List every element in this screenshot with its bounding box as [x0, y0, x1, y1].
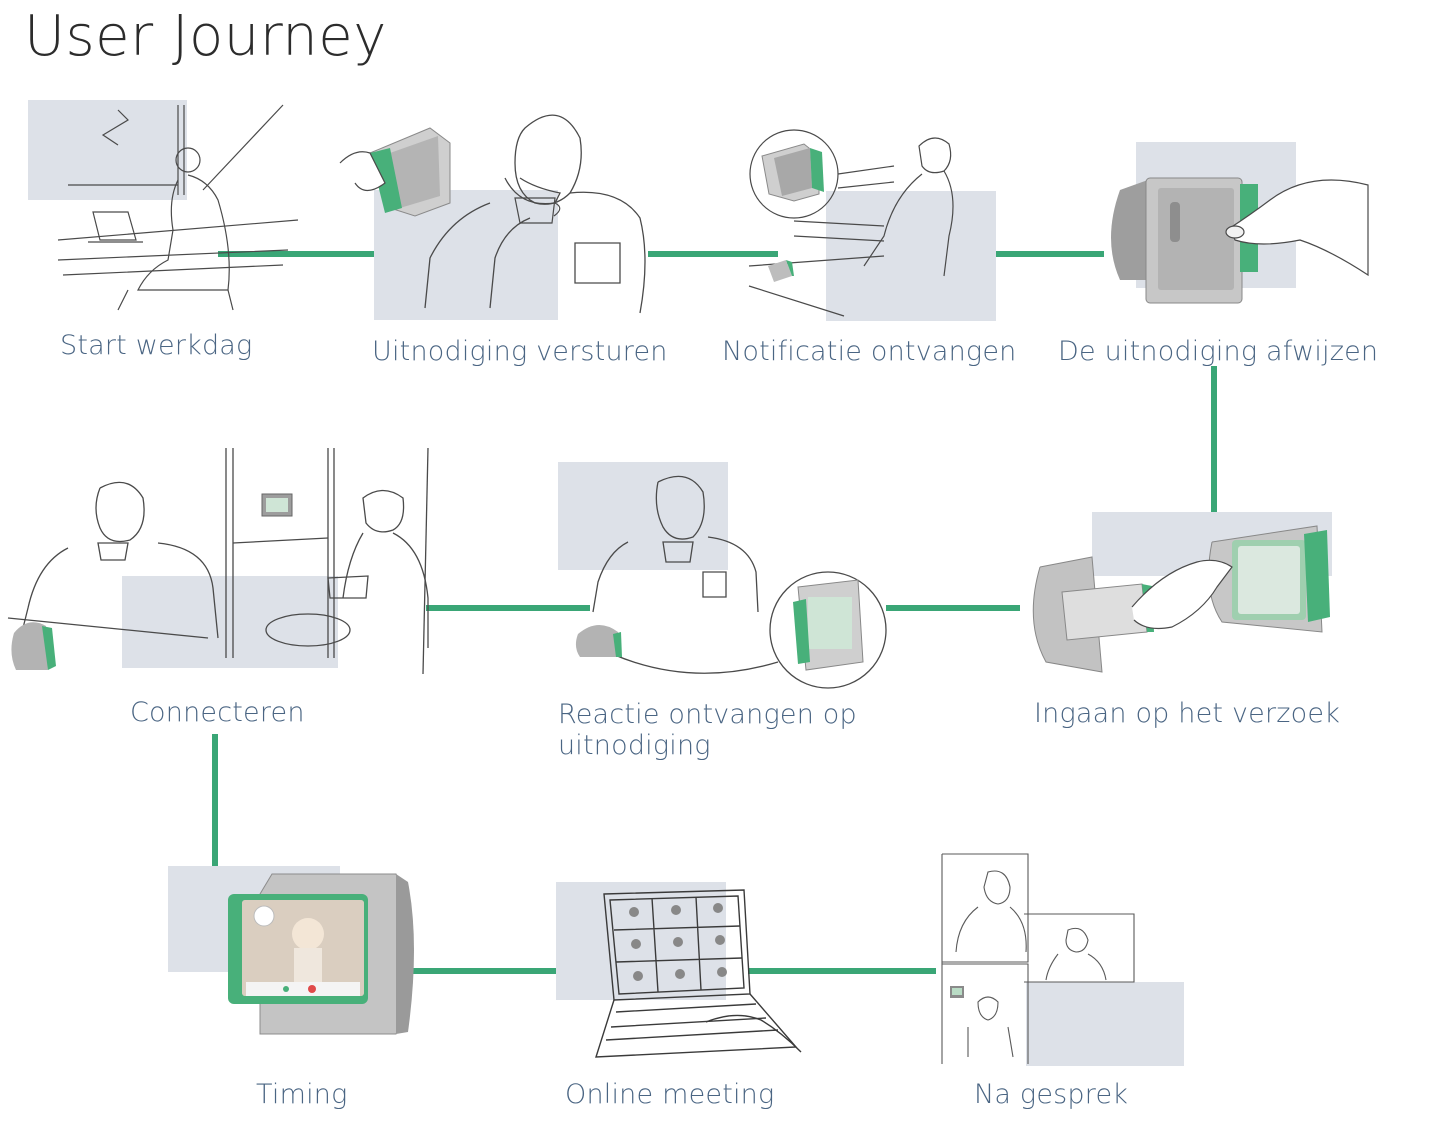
- step-start-illustration: [28, 100, 308, 315]
- person-at-laptop-sketch: [57, 104, 299, 311]
- hand-sliding-device-cover: [1032, 525, 1330, 673]
- laptop-video-grid: [595, 889, 802, 1058]
- step-meeting-label: Online meeting: [565, 1079, 775, 1110]
- step-decline-label: De uitnodiging afwijzen: [1058, 336, 1379, 367]
- step-connect-label: Connecteren: [130, 697, 305, 728]
- image-placeholder: [1026, 982, 1184, 1066]
- step-timing-label: Timing: [256, 1079, 348, 1110]
- step-accept-illustration: [1022, 512, 1342, 678]
- step-reaction-label: Reactie ontvangen op uitnodiging: [558, 699, 857, 761]
- page-title: User Journey: [24, 4, 387, 69]
- step-send-label: Uitnodiging versturen: [372, 336, 668, 367]
- image-placeholder: [558, 462, 728, 570]
- image-placeholder: [826, 191, 996, 321]
- step-after-label: Na gesprek: [974, 1079, 1129, 1110]
- two-people-having-coffee: [7, 447, 429, 675]
- step-notify-label: Notificatie ontvangen: [722, 336, 1017, 367]
- step-reaction-illustration: [558, 462, 888, 689]
- collage-after-conversation: [941, 853, 1135, 1064]
- person-at-desk-device-zoom: [748, 129, 954, 317]
- step-accept-label: Ingaan op het verzoek: [1034, 698, 1341, 729]
- hand-pressing-device-slider: [1111, 177, 1369, 304]
- image-placeholder: [122, 576, 338, 668]
- step-decline-illustration: [1100, 140, 1370, 310]
- step-connect-illustration: [7, 447, 430, 675]
- step-send-illustration: [330, 108, 660, 320]
- person-drinking-coffee-with-device: [339, 114, 646, 314]
- step-start-label: Start werkdag: [60, 330, 253, 361]
- step-notify-illustration: [744, 126, 1004, 322]
- person-with-device-zoom: [575, 475, 887, 689]
- image-placeholder: [28, 100, 187, 200]
- device-video-call-screen: [228, 873, 414, 1035]
- step-timing-illustration: [168, 864, 418, 1044]
- step-after-illustration: [938, 852, 1188, 1068]
- step-meeting-illustration: [556, 882, 806, 1068]
